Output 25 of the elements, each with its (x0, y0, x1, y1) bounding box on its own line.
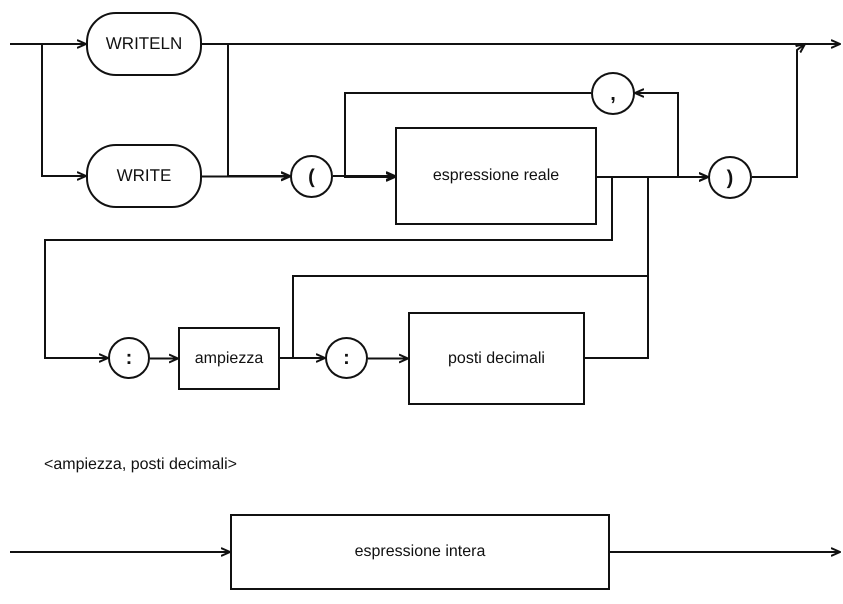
nonterminal-box: espressione reale (395, 127, 597, 225)
arrow (344, 92, 591, 182)
keyword-terminal: WRITE (86, 144, 202, 208)
arrow (41, 44, 87, 181)
arrow (202, 172, 291, 182)
arrow (752, 43, 806, 178)
arrow (202, 43, 291, 181)
keyword-terminal: WRITELN (86, 12, 202, 76)
nonterminal-box: espressione intera (230, 514, 610, 590)
symbol-terminal: , (591, 72, 635, 115)
arrow (368, 354, 409, 364)
arrow (585, 172, 709, 359)
symbol-terminal: ( (290, 155, 333, 198)
arrow (44, 176, 613, 363)
symbol-terminal: : (108, 337, 150, 379)
arrow (10, 39, 87, 49)
diagram-heading: <ampiezza, posti decimali> (44, 456, 237, 474)
nonterminal-box: ampiezza (178, 327, 280, 390)
symbol-terminal: : (325, 337, 368, 379)
symbol-terminal: ) (708, 156, 752, 199)
arrow (150, 354, 179, 364)
arrow (10, 547, 231, 557)
arrow (333, 171, 396, 181)
nonterminal-box: posti decimali (408, 312, 585, 405)
arrow (610, 547, 841, 557)
